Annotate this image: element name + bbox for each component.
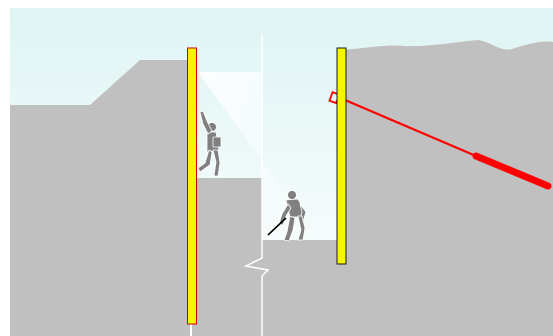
ground-anchor — [328, 91, 552, 190]
worker-digging-icon — [278, 190, 307, 242]
anchor-tendon — [337, 95, 477, 158]
left-soldier-pile — [187, 47, 197, 325]
trench-floor — [192, 178, 341, 336]
left-ground — [10, 60, 190, 336]
right-ground — [341, 40, 553, 336]
anchor-bulb — [472, 152, 552, 190]
section-line — [243, 34, 270, 336]
worker-climbing-icon — [197, 110, 222, 177]
shovel — [267, 217, 287, 236]
right-soldier-pile — [336, 47, 347, 265]
